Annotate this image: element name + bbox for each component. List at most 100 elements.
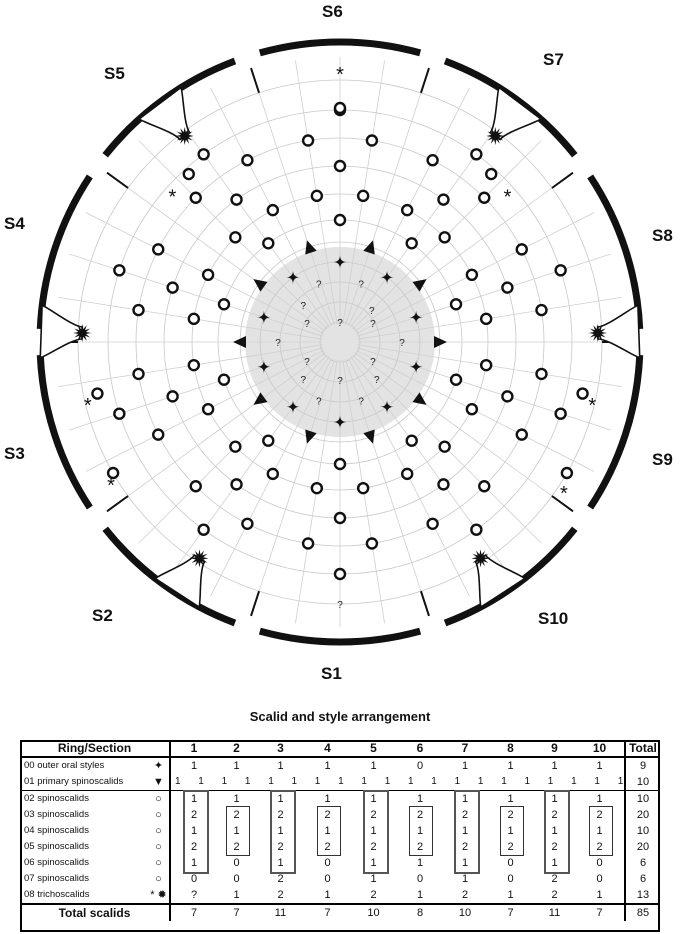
row-value: 2 xyxy=(551,809,558,821)
grid-radial xyxy=(172,356,330,573)
spinoscalid-circle-icon xyxy=(229,231,242,244)
four-point-star-icon xyxy=(409,359,424,374)
row-value: 2 xyxy=(461,809,469,821)
grid-radial xyxy=(251,70,335,326)
row-label: 06 spinoscalids xyxy=(24,857,89,868)
row-value: 1 xyxy=(507,760,514,772)
section-arc xyxy=(587,174,644,330)
spinoscalid-circle-icon xyxy=(478,480,491,493)
row-symbol-icon: ○ xyxy=(148,855,171,871)
row-value: 2 xyxy=(277,841,284,853)
row-value: 0 xyxy=(596,873,603,885)
spinoscalid-circle-icon xyxy=(438,440,451,453)
question-mark-icon: ? xyxy=(358,280,364,291)
row-total: 20 xyxy=(624,807,660,823)
spinoscalid-circle-icon xyxy=(356,481,370,495)
spinoscalid-circle-icon xyxy=(152,428,165,441)
row-value: 1 xyxy=(461,825,469,837)
four-point-star-icon xyxy=(333,415,347,429)
row-value: 1 xyxy=(384,776,391,787)
triangle-icon xyxy=(253,279,268,292)
header-col-7: 7 xyxy=(443,740,487,758)
spinoscalid-circle-icon xyxy=(266,203,280,217)
footer-value-10: 7 xyxy=(575,903,625,921)
row-value: 2 xyxy=(277,873,284,885)
row-value: 1 xyxy=(268,776,274,787)
header-total: Total xyxy=(624,740,660,758)
footer-value-8: 7 xyxy=(487,903,534,921)
row-value: 1 xyxy=(551,793,558,805)
row-value: 1 xyxy=(461,873,469,885)
row-total: 6 xyxy=(624,855,660,871)
row-value: 2 xyxy=(277,889,284,901)
spinoscalid-circle-icon xyxy=(333,101,347,115)
grid-radial xyxy=(251,358,335,614)
row-value: 1 xyxy=(233,793,240,805)
spinoscalid-circle-icon xyxy=(515,428,528,441)
row-value: 1 xyxy=(277,825,284,837)
spinoscalid-circle-icon xyxy=(262,434,275,447)
spinoscalid-circle-icon xyxy=(356,189,370,203)
row-value: 2 xyxy=(324,841,331,853)
spinoscalid-circle-icon xyxy=(310,189,324,203)
spinoscalid-circle-icon xyxy=(241,517,254,530)
row-value: 2 xyxy=(370,889,377,901)
starburst-icon xyxy=(471,549,490,568)
row-value: 1 xyxy=(416,825,424,837)
spinoscalid-circle-icon xyxy=(465,268,479,282)
spinoscalid-circle-icon xyxy=(166,390,179,403)
question-mark-icon: ? xyxy=(369,306,375,317)
spinoscalid-circle-icon xyxy=(479,358,493,372)
four-point-star-icon xyxy=(333,255,347,269)
spinoscalid-circle-icon xyxy=(262,237,275,250)
row-value: 0 xyxy=(324,857,331,869)
section-boundary-tick xyxy=(106,495,129,513)
spinoscalid-circle-icon xyxy=(132,303,145,317)
question-mark-icon: ? xyxy=(358,396,364,407)
starburst-icon xyxy=(588,324,607,342)
row-value: 2 xyxy=(461,889,469,901)
grid-radial xyxy=(356,347,612,431)
header-ring-section: Ring/Section xyxy=(20,740,171,758)
section-label-s2: S2 xyxy=(92,606,113,625)
spinoscalid-circle-icon xyxy=(470,148,483,161)
row-value: 1 xyxy=(244,776,251,787)
triangle-icon xyxy=(363,429,375,444)
row-value: 2 xyxy=(277,809,284,821)
row-value: 2 xyxy=(370,809,377,821)
table-header-row: Ring/Section 1 2 3 4 5 6 7 8 9 10 Total xyxy=(20,740,660,758)
row-value: 1 xyxy=(233,760,240,772)
row-label: 00 outer oral styles xyxy=(24,760,105,771)
starburst-icon xyxy=(486,127,505,145)
row-value: 1 xyxy=(501,776,507,787)
four-point-star-icon xyxy=(380,399,395,414)
section-label-s3: S3 xyxy=(4,444,25,463)
section-boundary-tick xyxy=(551,171,574,189)
plate-outline xyxy=(474,554,526,609)
row-value: 1 xyxy=(551,825,558,837)
triangle-icon xyxy=(412,279,427,292)
spinoscalid-circle-icon xyxy=(535,367,548,381)
row-value: 1 xyxy=(571,776,577,787)
spinoscalid-circle-icon xyxy=(535,303,548,317)
footer-value-6: 8 xyxy=(397,903,443,921)
asterisk-icon: * xyxy=(84,395,92,417)
row-symbol-icon: ✦ xyxy=(148,757,171,774)
spinoscalid-circle-icon xyxy=(576,387,589,400)
section-boundary-tick xyxy=(250,67,260,94)
row-value: 1 xyxy=(461,793,469,805)
row-value: 1 xyxy=(277,857,284,869)
spinoscalid-circle-icon xyxy=(217,298,231,311)
row-value: 2 xyxy=(596,841,603,853)
grid-radial xyxy=(68,253,324,337)
row-value: 2 xyxy=(507,809,514,821)
row-value: 1 xyxy=(370,760,377,772)
spinoscalid-circle-icon xyxy=(449,373,463,386)
triangle-icon xyxy=(434,336,447,348)
row-value: 1 xyxy=(596,760,603,772)
spinoscalid-circle-icon xyxy=(333,511,347,525)
spinoscalid-circle-icon xyxy=(426,517,439,530)
section-boundary-tick xyxy=(420,590,430,617)
